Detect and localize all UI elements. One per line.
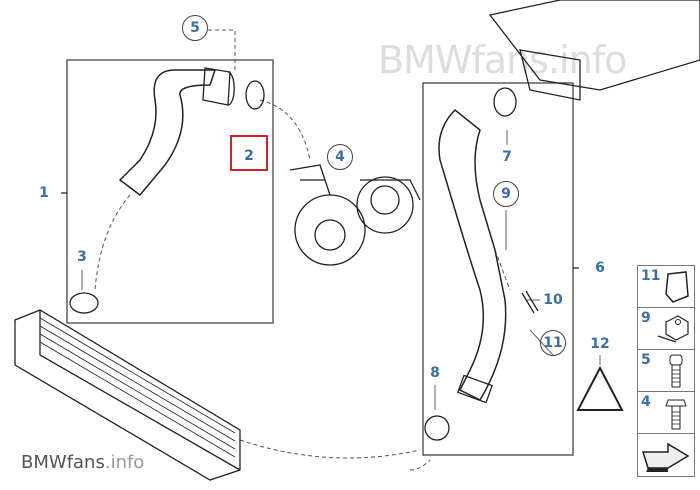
callout-12[interactable]: 12 <box>590 336 610 352</box>
seal-ring-7 <box>493 87 517 117</box>
callout-circle <box>493 181 519 207</box>
callout-1[interactable]: 1 <box>39 185 49 201</box>
callout-8[interactable]: 8 <box>430 365 440 381</box>
arrow-icon <box>641 442 690 472</box>
charge-pipe-6 <box>438 108 507 401</box>
watermark-bottom: BMWfans.info <box>21 452 145 473</box>
charge-pipe-1 <box>118 69 217 197</box>
seal-ring-8 <box>424 415 450 441</box>
callout-circle <box>327 144 353 170</box>
callout-10[interactable]: 10 <box>543 292 563 308</box>
callout-5[interactable]: 5 <box>190 20 200 36</box>
intercooler <box>14 309 241 481</box>
callout-7[interactable]: 7 <box>502 149 512 165</box>
panel-item-9[interactable]: 9 <box>638 308 694 350</box>
seal-ring-3 <box>69 292 99 314</box>
panel-item-arrow[interactable] <box>638 434 694 475</box>
panel-item-5[interactable]: 5 <box>638 350 694 392</box>
panel-item-4[interactable]: 4 <box>638 392 694 434</box>
highlight-box-part-2 <box>230 135 268 171</box>
callout-2[interactable]: 2 <box>244 148 254 164</box>
small-parts-panel: 11 9 5 4 <box>637 265 695 477</box>
callout-circle <box>182 15 208 41</box>
engine-head <box>488 0 700 101</box>
warning-label-12 <box>576 365 624 411</box>
clip-icon <box>665 271 689 303</box>
seal-ring-2 <box>245 80 265 110</box>
group-box-6 <box>422 82 574 456</box>
callout-4[interactable]: 4 <box>335 149 345 165</box>
nut-clip-icon <box>657 315 689 343</box>
callout-circle <box>540 330 566 356</box>
callout-9[interactable]: 9 <box>501 186 511 202</box>
socket-screw-icon <box>669 354 683 388</box>
sensor-10 <box>521 290 539 314</box>
turbocharger <box>289 164 421 266</box>
hex-bolt-icon <box>665 399 687 430</box>
callout-3[interactable]: 3 <box>77 249 87 265</box>
watermark-top: BMWfans.info <box>378 38 627 82</box>
panel-item-11[interactable]: 11 <box>638 266 694 308</box>
callout-6[interactable]: 6 <box>595 260 605 276</box>
callout-11[interactable]: 11 <box>543 335 563 351</box>
group-box-1 <box>66 59 274 324</box>
